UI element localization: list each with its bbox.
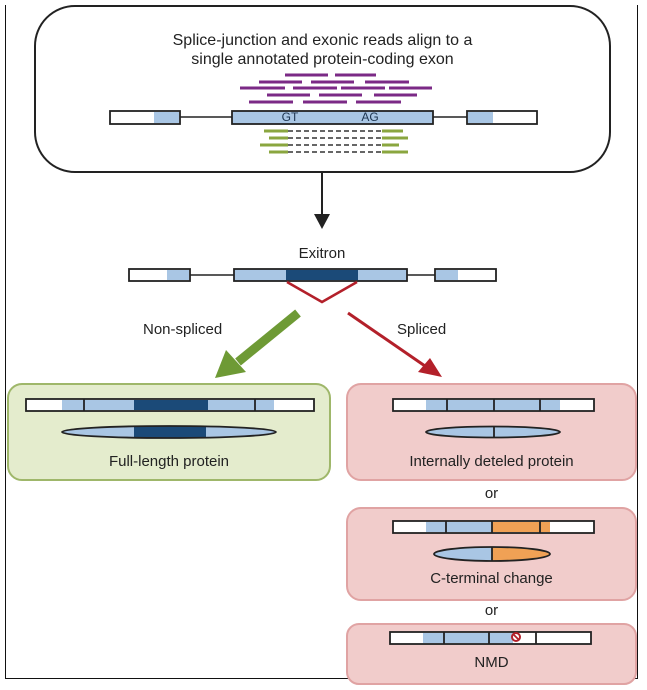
nmd-transcript [389,631,592,645]
top-gene-model [109,110,538,125]
full-length-protein-label: Full-length protein [108,453,230,470]
exitron-region [286,270,358,280]
full-length-transcript [25,398,315,412]
exonic-reads [240,73,432,104]
figure-frame [5,5,638,679]
c-terminal-label: C-terminal change [430,570,553,587]
exon-middle [231,110,434,125]
splice-junction-caret [286,280,358,304]
or-label-1: or [484,485,499,502]
c-terminal-protein-shape [433,546,551,562]
down-arrow-head [314,214,330,229]
donor-site-label: GT [281,110,299,124]
internal-deletion-label: Internally deteled protein [409,453,574,470]
nmd-label: NMD [474,654,509,671]
non-spliced-label: Non-spliced [143,321,223,338]
top-panel-title-line2: single annotated protein-coding exon [191,51,454,68]
exitron-gene-model [128,268,497,282]
full-length-protein-shape [61,425,277,439]
or-label-2: or [484,602,499,619]
internal-deletion-transcript [392,398,595,412]
non-spliced-arrow [235,309,301,366]
spliced-arrow-head [418,358,442,377]
c-terminal-transcript [392,520,595,534]
spliced-arrow [347,311,426,368]
non-spliced-arrow-head [215,350,246,378]
top-panel-title-line1: Splice-junction and exonic reads align t… [172,32,473,49]
splice-junction-reads [260,129,408,154]
spliced-label: Spliced [397,321,447,338]
acceptor-site-label: AG [361,110,379,124]
internal-deletion-protein-shape [425,425,561,439]
premature-stop-codon-icon [511,632,521,642]
exitron-label: Exitron [298,245,346,262]
